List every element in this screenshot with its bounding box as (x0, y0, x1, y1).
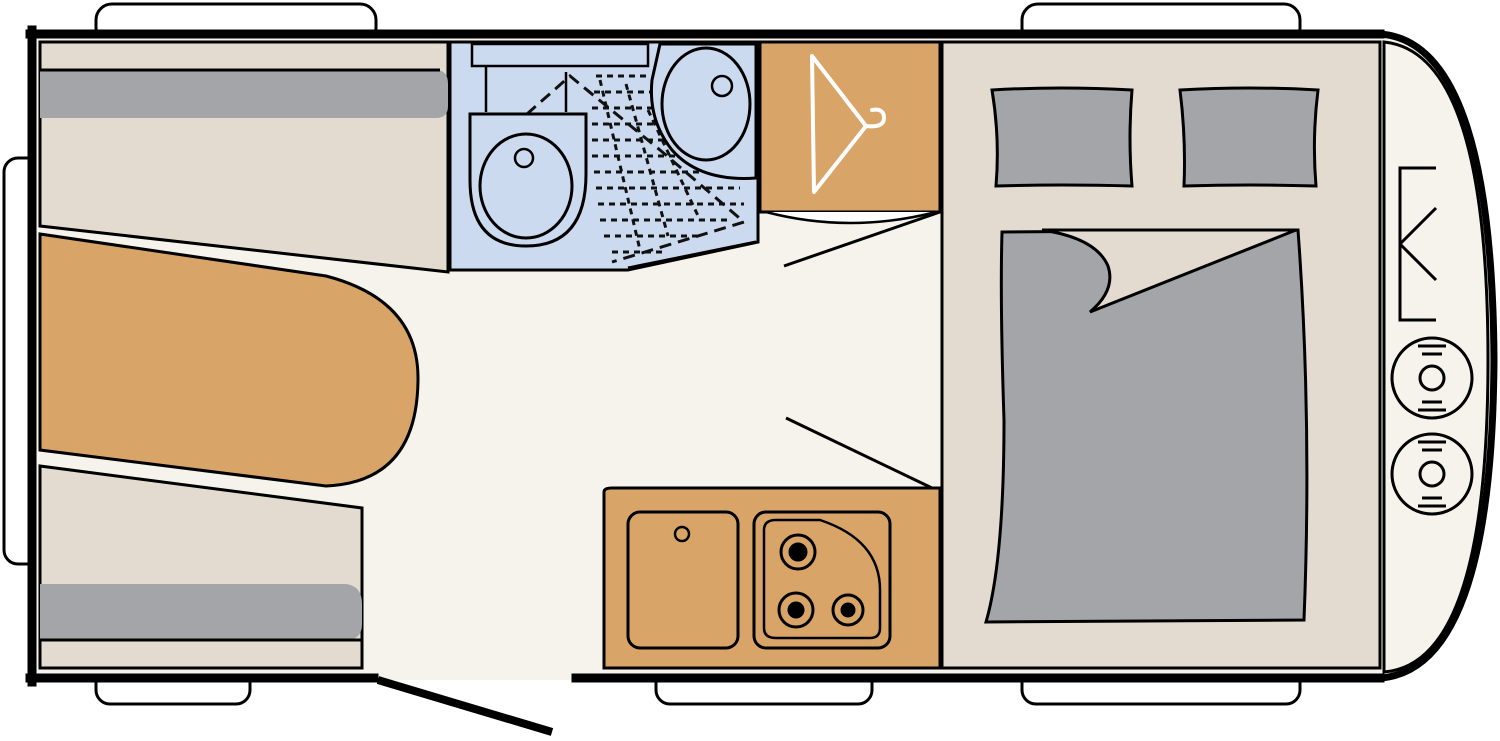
hanger-icon (810, 54, 886, 194)
bedroom-partition-lower (785, 416, 933, 490)
outer-walls (25, 25, 1498, 687)
front-sofa-top (38, 40, 450, 274)
pillow-right (1178, 86, 1320, 188)
sink-drain (673, 525, 691, 543)
washbasin-icon (649, 42, 758, 180)
interior-doors (627, 210, 941, 490)
wardrobe-door-arc (765, 210, 937, 225)
rear-bracket-icon (1398, 166, 1438, 322)
rear-storage (1382, 40, 1490, 674)
washroom-door (627, 240, 757, 270)
entry-door[interactable] (376, 676, 554, 736)
washroom (448, 40, 760, 272)
duvet-fold (1041, 228, 1297, 314)
gas-bottle-icon (1390, 432, 1474, 516)
sink-icon (626, 510, 740, 650)
rear-bedroom (940, 40, 1382, 670)
kitchen (602, 486, 942, 670)
gas-bottle-icon (1390, 336, 1474, 420)
toilet-icon (468, 112, 588, 248)
pillow-left (990, 86, 1134, 188)
washroom-shelf (470, 42, 650, 68)
bedroom-partition-upper (783, 210, 941, 268)
double-bed (983, 228, 1309, 624)
front-sofa-bottom (38, 464, 364, 670)
wardrobe (758, 40, 942, 225)
shower-curtain (483, 74, 748, 264)
burner-icon (777, 533, 865, 629)
dinette-table (38, 232, 420, 488)
